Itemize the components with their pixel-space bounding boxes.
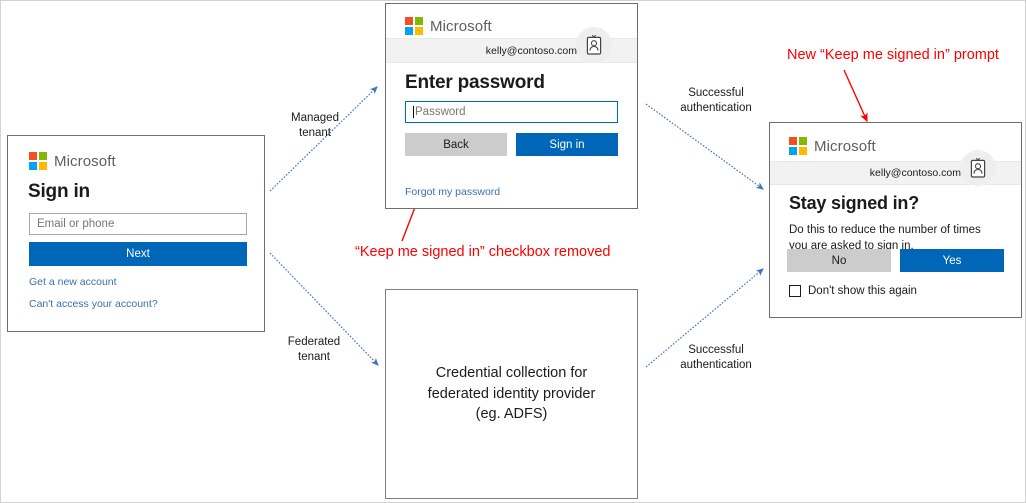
sign-in-card: Microsoft Sign in Email or phone Next Ge… bbox=[7, 135, 265, 332]
no-button[interactable]: No bbox=[787, 249, 891, 272]
sign-in-button-label: Sign in bbox=[549, 138, 585, 151]
id-badge-glyph bbox=[586, 34, 602, 55]
id-badge-icon[interactable] bbox=[576, 27, 612, 63]
label-successful-auth-top: Successful authentication bbox=[680, 87, 752, 114]
stay-signed-in-card: Microsoft kelly@contoso.com Stay signed … bbox=[769, 122, 1022, 318]
dont-show-again-label: Don't show this again bbox=[808, 285, 917, 297]
text-caret bbox=[413, 106, 414, 118]
enter-password-heading: Enter password bbox=[405, 72, 545, 93]
back-button[interactable]: Back bbox=[405, 133, 507, 156]
back-button-label: Back bbox=[443, 138, 469, 151]
no-button-label: No bbox=[831, 254, 847, 267]
federated-box-text: Credential collection for federated iden… bbox=[428, 363, 596, 425]
arrow-successful-auth-top bbox=[645, 103, 764, 190]
get-a-new-account-link[interactable]: Get a new account bbox=[29, 276, 117, 288]
user-email: kelly@contoso.com bbox=[485, 44, 577, 57]
dont-show-again-checkbox-row[interactable]: Don't show this again bbox=[789, 285, 917, 297]
password-input-placeholder: Password bbox=[415, 106, 466, 118]
microsoft-logo-row: Microsoft bbox=[405, 17, 492, 35]
stay-signed-in-heading: Stay signed in? bbox=[789, 193, 920, 213]
microsoft-logo-icon bbox=[789, 137, 807, 155]
cant-access-account-link[interactable]: Can't access your account? bbox=[29, 298, 158, 310]
stay-signed-in-description: Do this to reduce the number of times yo… bbox=[789, 224, 981, 252]
forgot-my-password-link[interactable]: Forgot my password bbox=[405, 186, 501, 198]
annotation-new-prompt: New “Keep me signed in” prompt bbox=[787, 47, 999, 63]
microsoft-wordmark: Microsoft bbox=[430, 17, 492, 35]
label-managed-tenant: Managed tenant bbox=[291, 112, 339, 139]
microsoft-logo-icon bbox=[29, 152, 47, 170]
dont-show-again-checkbox[interactable] bbox=[789, 285, 801, 297]
next-button-label: Next bbox=[126, 248, 150, 260]
email-input-placeholder: Email or phone bbox=[37, 218, 115, 230]
id-badge-icon[interactable] bbox=[960, 150, 996, 186]
microsoft-logo-row: Microsoft bbox=[789, 137, 876, 155]
microsoft-wordmark: Microsoft bbox=[54, 152, 116, 170]
password-input[interactable]: Password bbox=[405, 101, 618, 123]
microsoft-wordmark: Microsoft bbox=[814, 137, 876, 155]
federated-box-line1: Credential collection for bbox=[435, 365, 588, 382]
yes-button-label: Yes bbox=[942, 254, 962, 267]
email-or-phone-input[interactable]: Email or phone bbox=[29, 213, 247, 235]
enter-password-card: Microsoft kelly@contoso.com Enter passwo… bbox=[385, 3, 638, 209]
federated-box-line3: (eg. ADFS) bbox=[475, 406, 548, 423]
federated-credential-box: Credential collection for federated iden… bbox=[385, 289, 638, 499]
annotation-checkbox-removed: “Keep me signed in” checkbox removed bbox=[355, 244, 611, 260]
yes-button[interactable]: Yes bbox=[900, 249, 1004, 272]
microsoft-logo-icon bbox=[405, 17, 423, 35]
label-successful-auth-bottom: Successful authentication bbox=[680, 344, 752, 371]
user-email: kelly@contoso.com bbox=[869, 167, 961, 179]
label-federated-tenant: Federated tenant bbox=[287, 336, 341, 363]
red-arrow-new-prompt bbox=[843, 69, 868, 123]
sign-in-button[interactable]: Sign in bbox=[516, 133, 618, 156]
id-badge-glyph bbox=[970, 157, 986, 178]
sign-in-heading: Sign in bbox=[28, 181, 90, 202]
next-button[interactable]: Next bbox=[29, 242, 247, 266]
microsoft-logo-row: Microsoft bbox=[29, 152, 116, 170]
federated-box-line2: federated identity provider bbox=[427, 385, 596, 402]
